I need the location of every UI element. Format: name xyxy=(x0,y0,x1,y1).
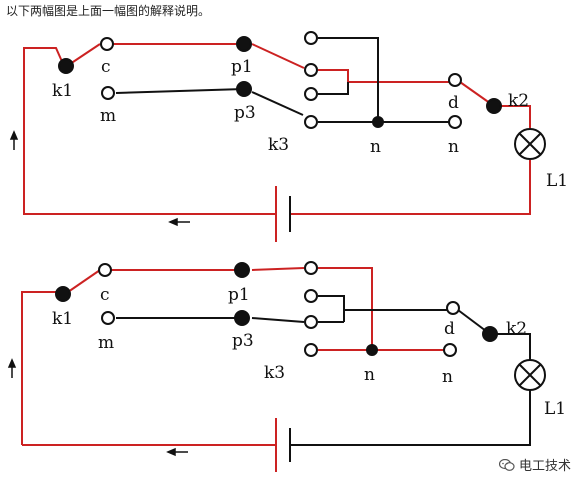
watermark: 电工技术 xyxy=(498,455,571,474)
diagram-bottom: k1 c m p1 p3 k3 n d n k2 L1 xyxy=(7,261,566,472)
contact-c-b xyxy=(98,263,112,277)
label-p1: p1 xyxy=(231,57,253,77)
label-L1-b: L1 xyxy=(544,399,566,419)
diagram-top: k1 c m p1 p3 k3 n d n k2 L1 xyxy=(9,31,568,242)
contact-k3-1-b xyxy=(304,261,318,275)
arrow-up-icon-b xyxy=(7,358,17,378)
contact-m-b xyxy=(101,311,115,325)
contact-k3-3 xyxy=(304,87,318,101)
lamp-icon-b xyxy=(514,359,546,391)
arrow-left-icon-b xyxy=(166,447,188,457)
contact-d-b xyxy=(446,301,460,315)
contact-k3-2 xyxy=(304,63,318,77)
label-c: c xyxy=(101,57,111,77)
contact-k1-b xyxy=(55,286,71,302)
label-m: m xyxy=(100,106,116,126)
lamp-icon xyxy=(514,128,546,160)
label-k1-b: k1 xyxy=(52,309,73,329)
contact-k3-3-b xyxy=(304,315,318,329)
contact-n-right-b xyxy=(443,343,457,357)
contact-m xyxy=(101,86,115,100)
label-d-b: d xyxy=(444,319,455,339)
contact-p3-b xyxy=(234,310,250,326)
contact-c xyxy=(100,37,114,51)
contact-k3-4 xyxy=(304,115,318,129)
contact-p1 xyxy=(236,36,252,52)
contact-d xyxy=(448,73,462,87)
label-m-b: m xyxy=(98,333,114,353)
wechat-icon xyxy=(498,458,515,471)
label-n: n xyxy=(370,137,381,157)
contact-k3-4-b xyxy=(304,343,318,357)
caption: 以下两幅图是上面一幅图的解释说明。 xyxy=(6,4,211,18)
label-n-right: n xyxy=(448,137,459,157)
label-k1: k1 xyxy=(52,81,73,101)
junction-n xyxy=(372,116,384,128)
junction-n-b xyxy=(366,344,378,356)
contact-n-right xyxy=(448,115,462,129)
label-n-b: n xyxy=(364,365,375,385)
label-k3-b: k3 xyxy=(264,363,285,383)
contact-k2 xyxy=(486,98,502,114)
label-c-b: c xyxy=(100,285,110,305)
arrow-up-icon xyxy=(9,130,19,150)
contact-k3-1 xyxy=(304,31,318,45)
contact-k1 xyxy=(58,58,74,74)
label-k3: k3 xyxy=(268,135,289,155)
contact-p3 xyxy=(236,81,252,97)
label-n-right-b: n xyxy=(442,367,453,387)
label-p1-b: p1 xyxy=(228,285,250,305)
label-p3: p3 xyxy=(234,103,256,123)
contact-k3-2-b xyxy=(304,289,318,303)
contact-p1-b xyxy=(234,262,250,278)
label-k2-b: k2 xyxy=(506,319,527,339)
arrow-left-icon xyxy=(168,217,190,227)
label-L1: L1 xyxy=(546,171,568,191)
label-k2: k2 xyxy=(508,91,529,111)
contact-k2-b xyxy=(482,326,498,342)
label-p3-b: p3 xyxy=(232,331,254,351)
watermark-text: 电工技术 xyxy=(518,459,571,474)
label-d: d xyxy=(448,93,459,113)
